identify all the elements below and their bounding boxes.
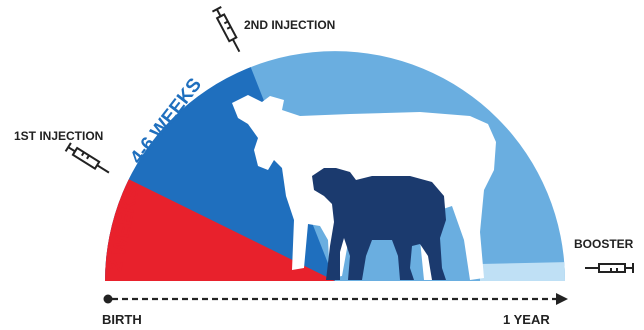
booster-label: BOOSTER — [574, 237, 634, 251]
syringe-icon — [66, 143, 112, 177]
timeline-arrow-icon — [556, 293, 568, 305]
one-year-label: 1 YEAR — [503, 312, 550, 327]
first-injection-label: 1ST INJECTION — [14, 129, 103, 143]
segment-booster — [480, 262, 570, 281]
birth-label: BIRTH — [102, 312, 142, 327]
second-injection-label: 2ND INJECTION — [244, 18, 335, 32]
syringe-icon — [585, 263, 633, 273]
birth-dot — [104, 295, 113, 304]
timeline-axis — [104, 293, 569, 305]
syringe-icon — [212, 7, 243, 54]
